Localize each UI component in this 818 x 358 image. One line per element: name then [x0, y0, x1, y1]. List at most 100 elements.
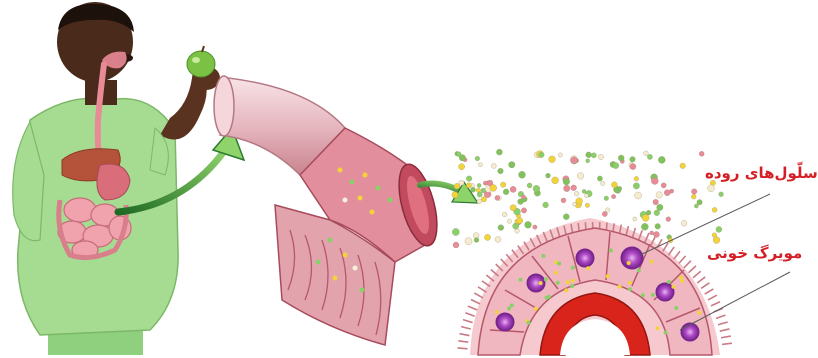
nutrient-particle — [539, 152, 545, 158]
nutrient-particle — [680, 163, 686, 169]
nutrient-particle — [452, 228, 459, 235]
nutrient-particle — [697, 200, 702, 205]
microvillus — [705, 289, 714, 294]
nutrient-particle — [642, 214, 649, 221]
microvillus — [474, 293, 483, 298]
nutrient-particle — [571, 266, 575, 270]
nutrient-particle — [598, 154, 603, 159]
microvillus — [701, 283, 709, 289]
microvillus — [697, 277, 705, 283]
nutrient-particle — [674, 306, 678, 310]
nutrient-particle — [591, 153, 596, 158]
nutrient-particle — [495, 195, 500, 200]
nutrient-particle — [498, 225, 504, 231]
nutrient-particle — [602, 211, 607, 216]
nutrient-particle — [586, 159, 590, 163]
nutrient-particle — [498, 168, 504, 174]
microvillus — [721, 336, 731, 338]
nutrient-particle — [651, 293, 655, 297]
nutrient-particle — [606, 274, 610, 278]
nutrient-particle — [699, 151, 704, 156]
nutrient-particle — [541, 254, 545, 258]
nutrient-particle — [664, 190, 670, 196]
nutrient-particle — [577, 173, 584, 180]
nutrient-particle — [644, 151, 649, 156]
nutrient-particle — [691, 189, 697, 195]
nutrient-particle — [554, 271, 558, 275]
microvillus — [684, 261, 691, 268]
nutrient-particle — [519, 171, 526, 178]
nutrient-particle — [716, 226, 722, 232]
nutrient-particle — [477, 192, 482, 197]
nutrient-particle — [641, 223, 648, 230]
microvillus — [465, 313, 474, 316]
nutrient-particle — [557, 262, 561, 266]
nutrient-particle — [564, 185, 571, 192]
nutrient-particle — [647, 154, 652, 159]
microvillus — [716, 315, 725, 318]
nutrient-particle — [477, 183, 481, 187]
nutrient-particle — [475, 156, 480, 161]
nutrient-particle — [633, 217, 637, 221]
nutrient-particle — [478, 163, 482, 167]
nutrient-particle — [465, 238, 472, 245]
nutrient-particle — [501, 182, 506, 187]
microvillus — [468, 306, 477, 310]
nutrient-particle — [650, 231, 654, 235]
nutrient-particle — [454, 183, 460, 189]
nutrient-particle — [576, 198, 583, 205]
nutrient-particle — [549, 156, 556, 163]
nutrient-particle — [481, 197, 486, 202]
nutrient-particle — [571, 279, 575, 283]
nutrient-particle — [651, 178, 658, 185]
nutrient-particle — [474, 238, 479, 243]
nutrient-particle — [558, 153, 562, 157]
nutrient-particle — [656, 192, 662, 198]
microvillus — [458, 348, 468, 349]
nutrient-particle — [585, 203, 589, 207]
nutrient-particle — [495, 310, 499, 314]
nutrient-particle — [574, 191, 579, 196]
nutrient-particle — [503, 189, 509, 195]
nutrient-particle — [527, 321, 531, 325]
nutrient-particle — [484, 234, 490, 240]
nutrient-particle — [502, 212, 507, 217]
nutrient-particle — [664, 331, 668, 335]
nutrient-particle — [533, 185, 540, 192]
nutrient-particle — [666, 217, 671, 222]
nutrient-particle — [653, 199, 659, 205]
nutrient-particle — [586, 152, 592, 158]
nutrient-particle — [609, 248, 613, 252]
nutrient-particle — [491, 164, 496, 169]
nutrient-particle — [471, 187, 476, 192]
nutrient-particle — [453, 242, 459, 248]
nutrient-particle — [495, 236, 501, 242]
nutrient-particle — [527, 183, 532, 188]
microvillus — [679, 256, 686, 264]
nutrient-particle — [708, 185, 715, 192]
nutrient-particle — [697, 311, 701, 315]
microvillus — [693, 271, 701, 277]
nutrient-particle — [510, 205, 516, 211]
microvillus — [689, 266, 696, 273]
nutrient-particle — [661, 183, 666, 188]
microvillus — [718, 322, 728, 325]
nutrient-particle — [561, 198, 566, 203]
nutrient-particle — [655, 224, 661, 230]
nutrient-particle — [681, 220, 687, 226]
nutrient-particle — [521, 195, 525, 199]
nutrient-particle — [627, 261, 631, 265]
nutrient-particle — [650, 260, 654, 264]
nutrient-particle — [597, 176, 602, 181]
nutrient-particle — [507, 307, 511, 311]
nutrient-particle — [510, 303, 514, 307]
nutrient-particle — [667, 280, 671, 284]
nutrient-particle — [656, 326, 660, 330]
nutrient-particle — [586, 266, 590, 270]
nutrient-particle — [521, 208, 526, 213]
intestine-section — [214, 76, 444, 345]
nutrient-particle — [611, 182, 617, 188]
nutrient-particle — [654, 232, 660, 238]
nutrient-particle — [613, 163, 619, 169]
